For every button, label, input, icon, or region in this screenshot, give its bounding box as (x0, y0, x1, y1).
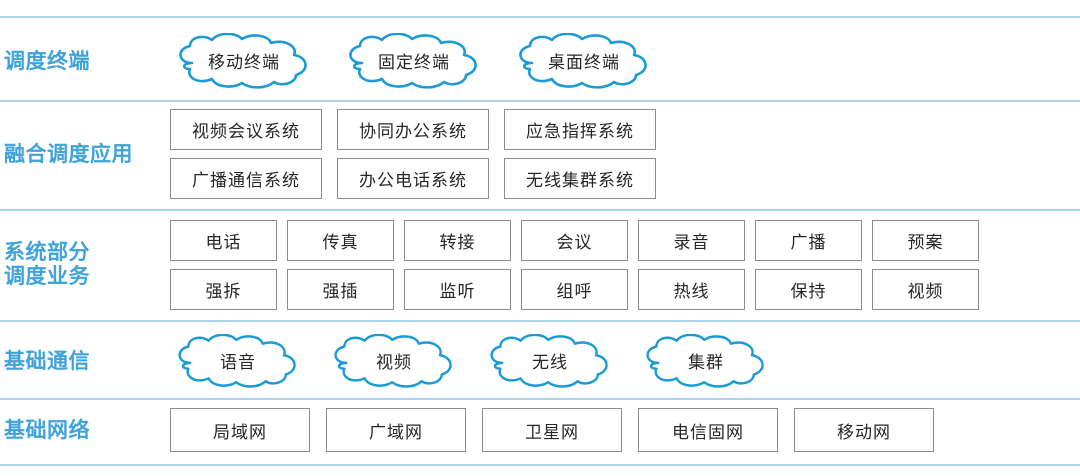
box-node-conference[interactable]: 会议 (521, 220, 628, 261)
cloud-node-voice[interactable]: 语音 (170, 334, 306, 388)
layer-divider-1 (0, 100, 1080, 102)
box-node-forced-insert[interactable]: 强插 (287, 269, 394, 310)
box-node-emergency-command-system[interactable]: 应急指挥系统 (504, 109, 656, 150)
layer-nodes-converged-dispatch-application: 视频会议系统 协同办公系统 应急指挥系统 广播通信系统 办公电话系统 无线集群系… (170, 109, 1080, 199)
cloud-shape-icon (490, 334, 608, 388)
cloud-node-trunking[interactable]: 集群 (638, 334, 774, 388)
node-line: 局域网 广域网 卫星网 电信固网 移动网 (170, 408, 1080, 452)
cloud-node-label: 无线 (532, 353, 568, 373)
layer-divider-4 (0, 398, 1080, 400)
layer-divider-bottom (0, 464, 1080, 466)
box-node-mobile-network[interactable]: 移动网 (794, 408, 934, 452)
layer-label-basic-network: 基础网络 (4, 417, 90, 442)
cloud-shape-icon (334, 334, 452, 388)
cloud-node-video[interactable]: 视频 (326, 334, 462, 388)
cloud-node-label: 语音 (220, 353, 256, 373)
cloud-node-label: 固定终端 (378, 53, 450, 73)
box-node-collaborative-office-system[interactable]: 协同办公系统 (337, 109, 489, 150)
cloud-shape-icon (519, 33, 647, 89)
cloud-node-fixed-terminal[interactable]: 固定终端 (340, 33, 488, 89)
cloud-node-label: 移动终端 (208, 53, 280, 73)
box-node-video-conference-system[interactable]: 视频会议系统 (170, 109, 322, 150)
node-line: 语音 视频 无线 (170, 334, 1080, 388)
layer-system-dispatch-services: 系统部分 调度业务 电话 传真 转接 会议 录音 广播 预案 强拆 强插 监听 … (0, 219, 1080, 311)
layer-label-system-dispatch-services: 系统部分 调度业务 (4, 240, 90, 288)
node-line: 电话 传真 转接 会议 录音 广播 预案 (170, 220, 1080, 261)
cloud-node-desktop-terminal[interactable]: 桌面终端 (510, 33, 658, 89)
box-node-recording[interactable]: 录音 (638, 220, 745, 261)
box-node-hotline[interactable]: 热线 (638, 269, 745, 310)
box-node-transfer[interactable]: 转接 (404, 220, 511, 261)
box-node-fax[interactable]: 传真 (287, 220, 394, 261)
node-line: 强拆 强插 监听 组呼 热线 保持 视频 (170, 269, 1080, 310)
cloud-shape-icon (646, 334, 764, 388)
layer-dispatch-terminal: 调度终端 移动终端 固定终端 (0, 30, 1080, 92)
box-node-video[interactable]: 视频 (872, 269, 979, 310)
layer-nodes-dispatch-terminal: 移动终端 固定终端 桌面终端 (170, 33, 1080, 89)
box-node-wan[interactable]: 广域网 (326, 408, 466, 452)
cloud-node-label: 桌面终端 (548, 53, 620, 73)
layer-nodes-system-dispatch-services: 电话 传真 转接 会议 录音 广播 预案 强拆 强插 监听 组呼 热线 保持 视… (170, 220, 1080, 310)
box-node-hold[interactable]: 保持 (755, 269, 862, 310)
box-node-telecom-fixed-network[interactable]: 电信固网 (638, 408, 778, 452)
layer-divider-3 (0, 320, 1080, 322)
box-node-contingency-plan[interactable]: 预案 (872, 220, 979, 261)
layer-nodes-basic-communication: 语音 视频 无线 (170, 334, 1080, 388)
cloud-node-label: 视频 (376, 353, 412, 373)
box-node-lan[interactable]: 局域网 (170, 408, 310, 452)
layer-nodes-basic-network: 局域网 广域网 卫星网 电信固网 移动网 (170, 408, 1080, 452)
cloud-shape-icon (349, 33, 477, 89)
node-line: 视频会议系统 协同办公系统 应急指挥系统 (170, 109, 1080, 150)
layer-converged-dispatch-application: 融合调度应用 视频会议系统 协同办公系统 应急指挥系统 广播通信系统 办公电话系… (0, 108, 1080, 200)
layer-divider-2 (0, 209, 1080, 211)
box-node-satellite-network[interactable]: 卫星网 (482, 408, 622, 452)
box-node-wireless-trunking-system[interactable]: 无线集群系统 (504, 158, 656, 199)
layer-label-basic-communication: 基础通信 (4, 348, 90, 373)
cloud-node-mobile-terminal[interactable]: 移动终端 (170, 33, 318, 89)
box-node-monitoring[interactable]: 监听 (404, 269, 511, 310)
node-line: 移动终端 固定终端 桌面终端 (170, 33, 1080, 89)
node-line: 广播通信系统 办公电话系统 无线集群系统 (170, 158, 1080, 199)
layer-divider-top (0, 16, 1080, 18)
box-node-telephone[interactable]: 电话 (170, 220, 277, 261)
box-node-office-telephone-system[interactable]: 办公电话系统 (337, 158, 489, 199)
layer-label-dispatch-terminal: 调度终端 (4, 48, 90, 73)
layer-basic-network: 基础网络 局域网 广域网 卫星网 电信固网 移动网 (0, 406, 1080, 454)
cloud-shape-icon (179, 33, 307, 89)
cloud-shape-icon (178, 334, 296, 388)
box-node-group-call[interactable]: 组呼 (521, 269, 628, 310)
layer-label-converged-dispatch-application: 融合调度应用 (4, 141, 133, 166)
layer-basic-communication: 基础通信 语音 视频 (0, 332, 1080, 390)
box-node-broadcast-communication-system[interactable]: 广播通信系统 (170, 158, 322, 199)
box-node-broadcast[interactable]: 广播 (755, 220, 862, 261)
box-node-forced-release[interactable]: 强拆 (170, 269, 277, 310)
cloud-node-label: 集群 (688, 353, 724, 373)
cloud-node-wireless[interactable]: 无线 (482, 334, 618, 388)
